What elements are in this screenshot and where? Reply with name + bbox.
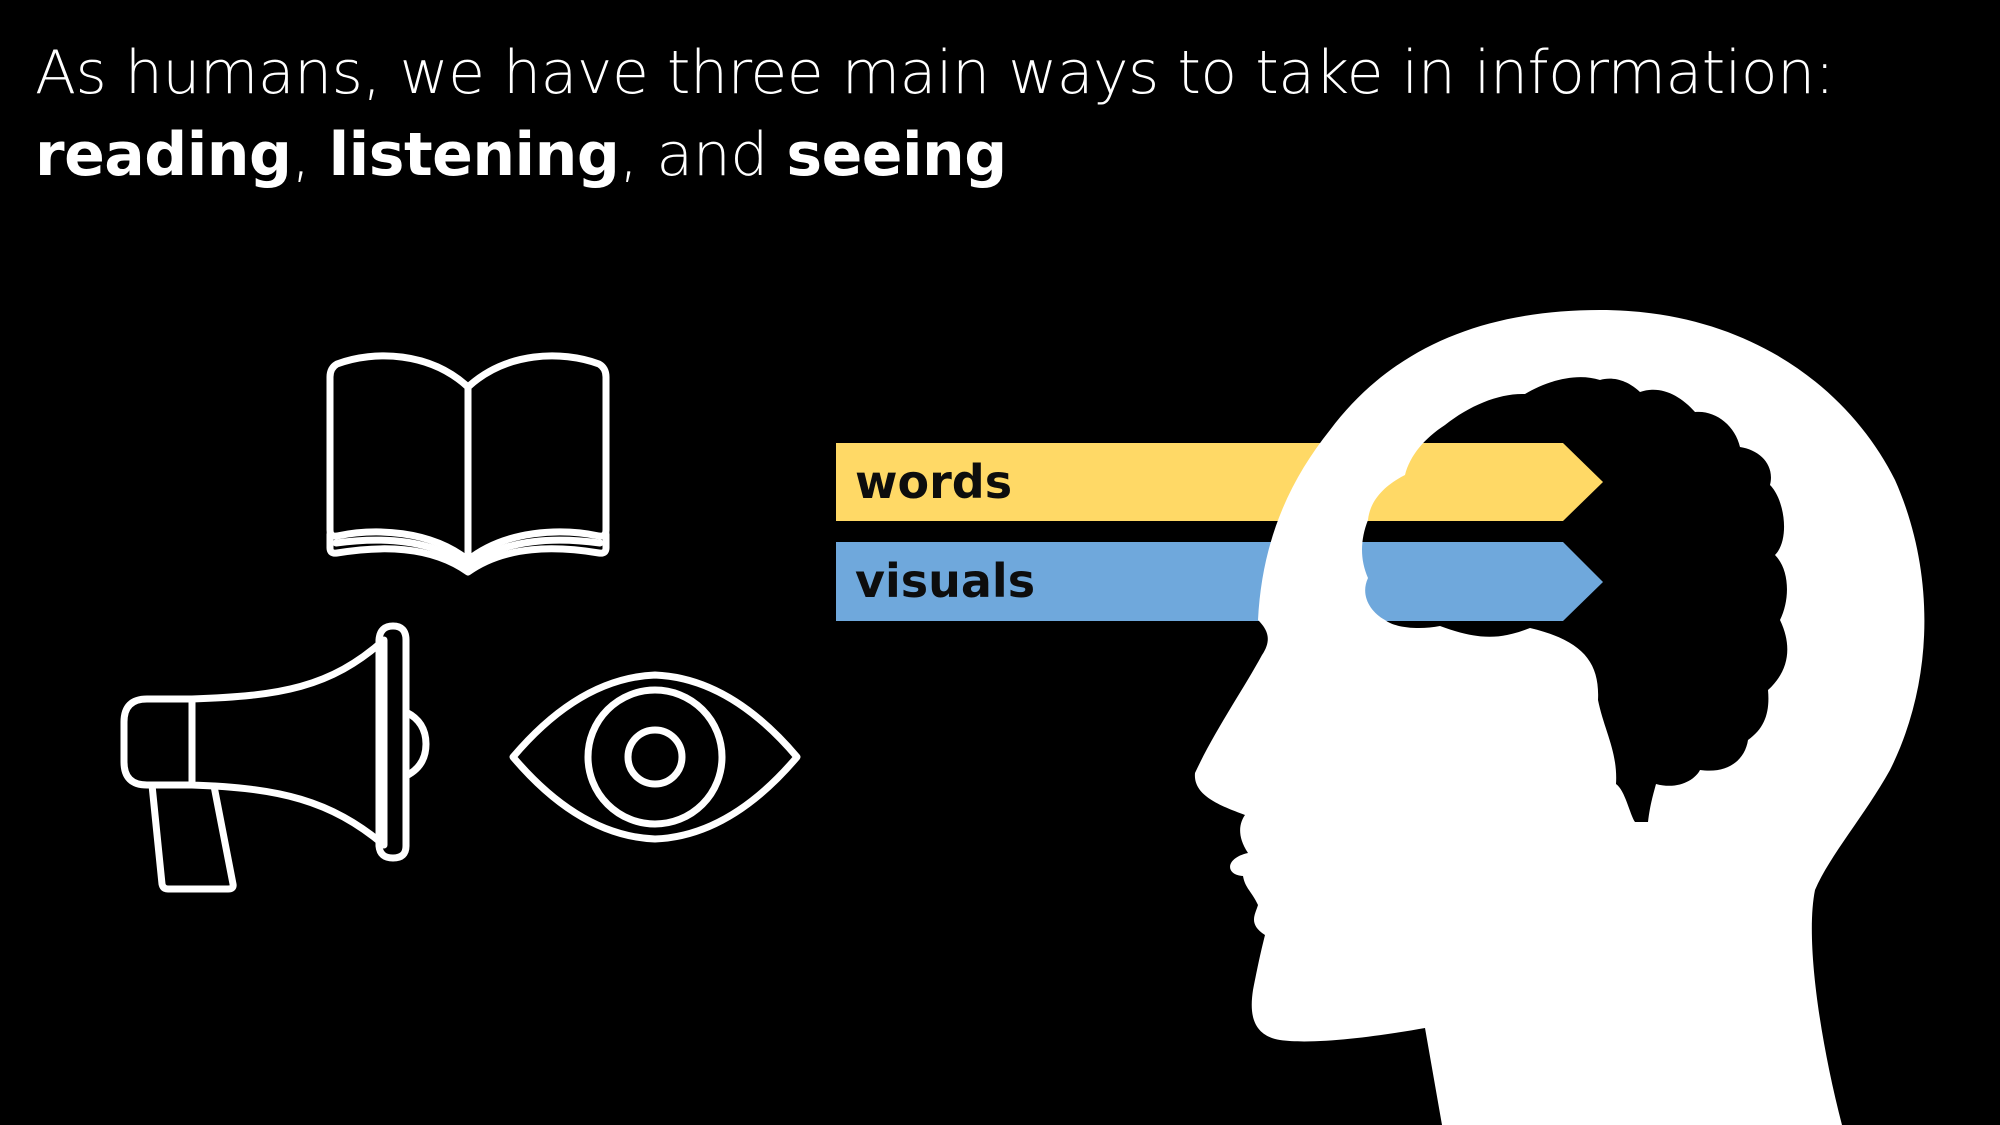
mode-seeing: seeing	[786, 120, 1007, 190]
headline-line-2: reading, listening, and seeing	[35, 114, 1975, 196]
words-arrow-shape	[836, 443, 1603, 521]
eye-icon	[509, 671, 801, 843]
visuals-arrow-label: visuals	[855, 554, 1035, 608]
visuals-arrow: visuals	[836, 542, 1603, 621]
megaphone-icon	[120, 622, 430, 893]
open-book-icon	[326, 352, 610, 576]
mode-listening: listening	[328, 120, 620, 190]
mode-reading: reading	[35, 120, 292, 190]
words-arrow-label: words	[855, 455, 1012, 509]
head-silhouette	[1194, 310, 1925, 1125]
words-arrow: words	[836, 443, 1603, 521]
headline-separator-2: , and	[619, 120, 787, 190]
head-with-brain-icon	[1194, 310, 1925, 1125]
headline-line-1: As humans, we have three main ways to ta…	[35, 38, 1835, 108]
visuals-arrow-shape	[836, 542, 1603, 621]
headline: As humans, we have three main ways to ta…	[35, 32, 1975, 196]
headline-separator-1: ,	[291, 120, 329, 190]
